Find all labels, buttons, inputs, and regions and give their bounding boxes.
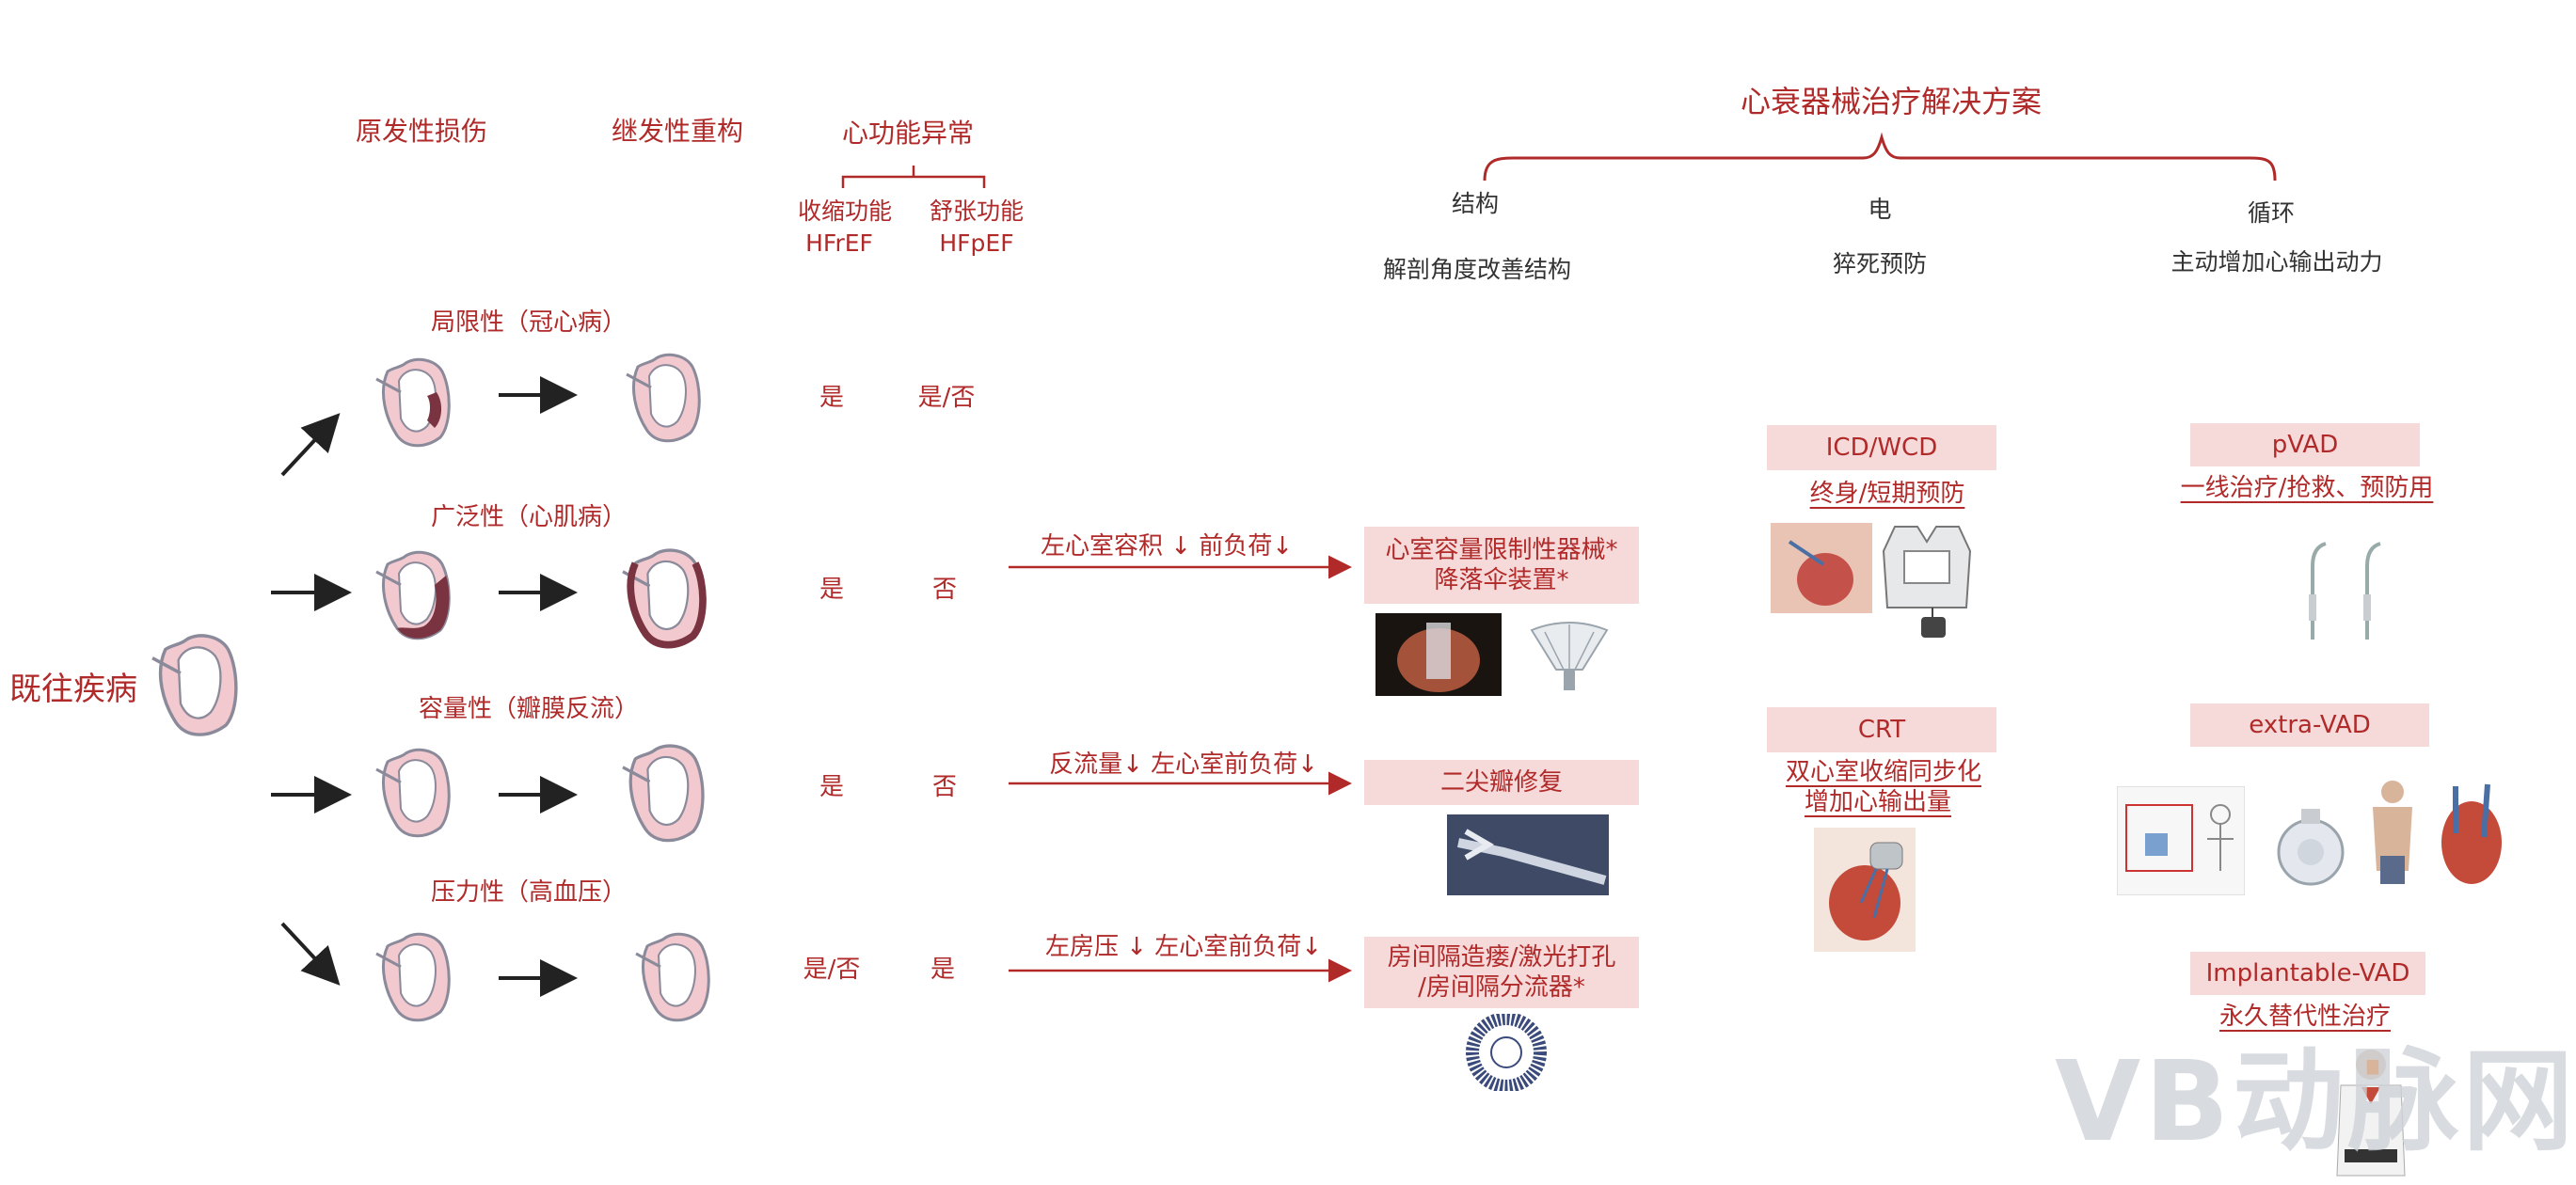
row1-category: 局限性（冠心病） (430, 308, 628, 337)
extravad-heart-icon (2441, 783, 2502, 884)
circulation-pvad-desc: 一线治疗/抢救、预防用 (2180, 474, 2434, 502)
circulation-box-implantable: Implantable-VAD (2190, 952, 2425, 995)
device-volume-limit-line1: 心室容量限制性器械* (1385, 535, 1618, 564)
circulation-box-pvad: pVAD (2190, 423, 2420, 466)
parachute-device-icon (1530, 622, 1609, 690)
origin-label: 既往疾病 (9, 671, 137, 708)
circulation-implantable-name: Implantable-VAD (2205, 958, 2410, 988)
crt-heart-photo (1814, 828, 1916, 952)
row4-category: 压力性（高血压） (430, 878, 628, 907)
solution-electric-label: 电 (1868, 196, 1892, 223)
device-box-mitral-repair: 二尖瓣修复 (1364, 760, 1639, 805)
row1-hfref: 是 (819, 384, 845, 412)
electric-icd-name: ICD/WCD (1825, 433, 1938, 462)
device-volume-limit-line2: 降落伞装置* (1434, 566, 1569, 594)
header-secondary-remodeling: 继发性重构 (611, 116, 744, 147)
row3-injury-heart-icon (374, 748, 451, 838)
electric-box-crt: CRT (1767, 707, 1996, 752)
circulation-implantable-desc: 永久替代性治疗 (2218, 1003, 2392, 1031)
header-systolic-abbr: HFrEF (805, 229, 873, 257)
row1-remodel-heart-icon (625, 353, 701, 443)
pvad-catheter-icon (2309, 542, 2381, 640)
row3-remodel-heart-icon (621, 744, 705, 843)
row2-hfpef: 否 (931, 576, 958, 604)
row2-category: 广泛性（心肌病） (430, 503, 628, 531)
device-mitral-repair: 二尖瓣修复 (1439, 767, 1563, 797)
device-box-atrial-shunt: 房间隔造瘘/激光打孔 /房间隔分流器* (1364, 937, 1639, 1008)
extravad-body-icon (2373, 781, 2412, 884)
device-box-volume-limit: 心室容量限制性器械* 降落伞装置* (1364, 527, 1639, 604)
solution-electric-desc: 猝死预防 (1832, 250, 1928, 277)
row4-remodel-heart-icon (634, 932, 710, 1022)
origin-heart-icon (151, 634, 238, 736)
solution-structure-desc: 解剖角度改善结构 (1382, 256, 1572, 283)
electric-icd-desc: 终身/短期预防 (1809, 480, 1965, 508)
watermark: VB动脉网 (2055, 1036, 2576, 1166)
circulation-box-extravad: extra-VAD (2190, 703, 2429, 747)
header-systolic: 收缩功能 (797, 198, 893, 225)
header-diastolic-abbr: HFpEF (939, 229, 1014, 257)
row4-effect: 左房压 ↓ 左心室前负荷↓ (1044, 933, 1323, 961)
solution-structure-label: 结构 (1451, 190, 1500, 217)
icd-chest-photo (1771, 523, 1872, 613)
device-atrial-shunt-line2: /房间隔分流器* (1418, 973, 1585, 1002)
electric-box-icd: ICD/WCD (1767, 425, 1996, 470)
solution-circulation-desc: 主动增加心输出动力 (2171, 248, 2383, 276)
row2-effect: 左心室容积 ↓ 前负荷↓ (1040, 532, 1294, 561)
mitral-clip-photo (1447, 814, 1609, 895)
header-primary-injury: 原发性损伤 (355, 116, 488, 147)
extravad-system-diagram (2117, 786, 2245, 895)
device-atrial-shunt-line1: 房间隔造瘘/激光打孔 (1387, 942, 1616, 972)
wcd-vest-icon (1882, 526, 1972, 638)
electric-crt-name: CRT (1857, 715, 1906, 744)
brace-solutions (1483, 132, 2277, 182)
electric-crt-desc-line1: 双心室收缩同步化 (1785, 758, 1982, 786)
row4-hfpef: 是 (930, 956, 956, 984)
row3-effect: 反流量↓ 左心室前负荷↓ (1049, 750, 1318, 779)
implantable-vad-person-icon (2336, 1050, 2406, 1177)
row3-hfref: 是 (819, 773, 845, 801)
solutions-title: 心衰器械治疗解决方案 (1740, 84, 2043, 119)
arrow-to-row4 (280, 922, 341, 986)
shunt-ring-icon (1466, 1014, 1547, 1091)
heart-device-photo (1375, 613, 1502, 696)
row3-category: 容量性（瓣膜反流） (418, 695, 640, 723)
row4-injury-heart-icon (374, 932, 451, 1022)
circulation-extravad-name: extra-VAD (2249, 710, 2371, 739)
row1-injury-heart-icon (374, 357, 451, 448)
row1-hfpef: 是/否 (917, 384, 976, 412)
brace-dysfunction (841, 175, 986, 188)
extravad-pump-icon (2277, 809, 2345, 886)
row2-remodel-heart-icon (621, 548, 707, 649)
solution-circulation-label: 循环 (2247, 199, 2296, 227)
arrow-to-row1 (280, 413, 341, 477)
row4-hfref: 是/否 (803, 956, 861, 984)
electric-crt-desc-line2: 增加心输出量 (1804, 788, 1952, 816)
row3-hfpef: 否 (931, 773, 958, 801)
row2-hfref: 是 (819, 576, 845, 604)
circulation-pvad-name: pVAD (2271, 430, 2339, 459)
header-cardiac-dysfunction: 心功能异常 (841, 118, 975, 149)
header-diastolic: 舒张功能 (929, 198, 1025, 225)
row2-injury-heart-icon (374, 550, 451, 640)
